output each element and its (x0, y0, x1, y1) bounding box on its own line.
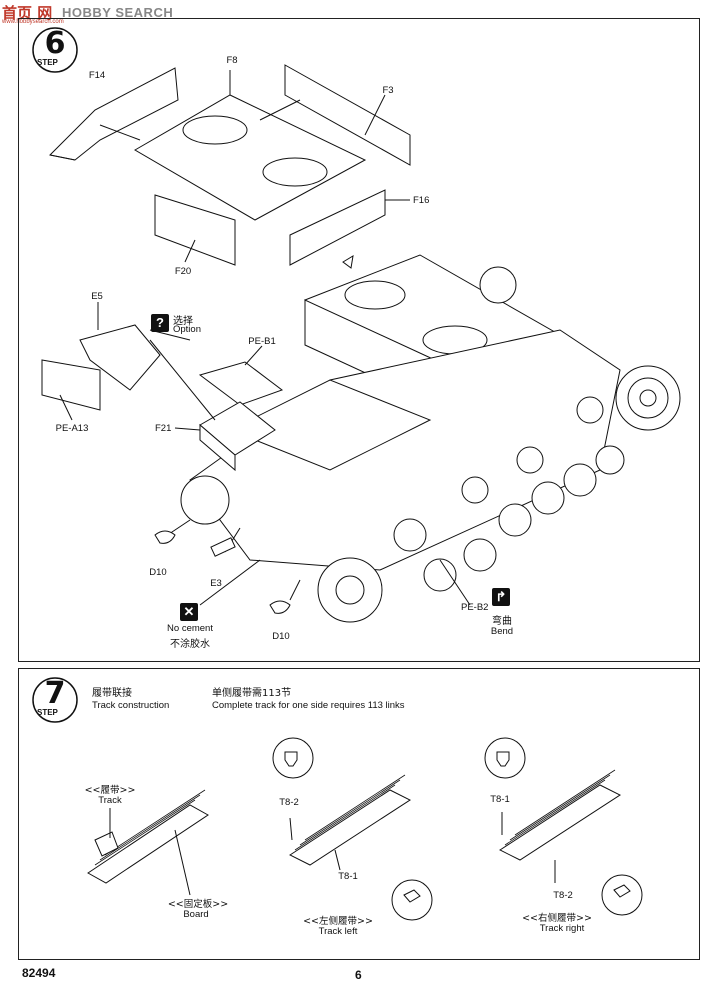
track-left-label-en: Track left (318, 926, 358, 937)
track-left-pin-bottom: T8-1 (338, 871, 358, 882)
watermark-logo-text: 首页 网 (2, 4, 53, 22)
track-right-label-en: Track right (539, 923, 585, 934)
part-label-d10-left: D10 (149, 567, 167, 578)
part-label-f14: F14 (88, 70, 106, 81)
part-label-f21: F21 (155, 423, 172, 434)
step7-frame (18, 668, 700, 960)
part-label-f16: F16 (413, 195, 430, 206)
part-label-f8: F8 (226, 55, 238, 66)
step6-word: STEP (37, 58, 58, 67)
track-left-label-cn: <<左侧履带>> (303, 916, 373, 927)
part-label-pe-a13: PE-A13 (55, 423, 89, 434)
step6-badge: 6 STEP (31, 26, 79, 74)
no-cement-icon: ✕ (180, 603, 198, 621)
watermark-search-text: HOBBY SEARCH (62, 5, 174, 20)
watermark-url: www.hobbysearch.com (2, 19, 64, 25)
track-left-pin-top: T8-2 (279, 797, 299, 808)
bend-label-cn: 弯曲 (492, 616, 512, 627)
step6-frame (18, 18, 700, 662)
option-label-cn: 选择 (173, 316, 193, 327)
board-label-cn: <<固定板>> (167, 899, 229, 910)
step7-note-cn: 单侧履带需113节 (212, 688, 292, 699)
track-right-label-cn: <<右侧履带>> (522, 913, 592, 924)
part-label-f20: F20 (174, 266, 192, 277)
no-cement-label-cn: 不涂胶水 (170, 639, 210, 650)
step7-number: 7 (44, 676, 66, 711)
step7-word: STEP (37, 708, 58, 717)
option-icon: ? (151, 314, 169, 332)
part-label-pe-b1: PE-B1 (248, 336, 276, 347)
step7-note-en: Complete track for one side requires 113… (212, 700, 405, 711)
step7-title-cn: 履带联接 (92, 688, 132, 699)
step7-badge: 7 STEP (31, 676, 79, 724)
track-right-pin-bottom: T8-2 (553, 890, 573, 901)
part-label-f3: F3 (382, 85, 394, 96)
step6-number: 6 (44, 26, 66, 61)
track-right-pin-top: T8-1 (490, 794, 510, 805)
part-label-d10-right: D10 (272, 631, 290, 642)
bend-label-en: Bend (490, 626, 514, 637)
board-label-en: Board (183, 909, 209, 920)
no-cement-label-en: No cement (167, 623, 213, 634)
track-label-en: Track (98, 795, 122, 806)
part-label-e5: E5 (91, 291, 103, 302)
step7-title-en: Track construction (92, 700, 170, 711)
catalog-number: 82494 (22, 966, 56, 980)
part-label-e3: E3 (210, 578, 222, 589)
watermark-header: 首页 网 HOBBY SEARCH www.hobbysearch.com (0, 0, 180, 25)
part-label-pe-b2: PE-B2 (461, 602, 489, 613)
option-label-en: Option (173, 324, 201, 335)
page-number: 6 (355, 968, 362, 982)
track-label-cn: <<履带>> (84, 785, 136, 796)
bend-icon: ↱ (492, 588, 510, 606)
